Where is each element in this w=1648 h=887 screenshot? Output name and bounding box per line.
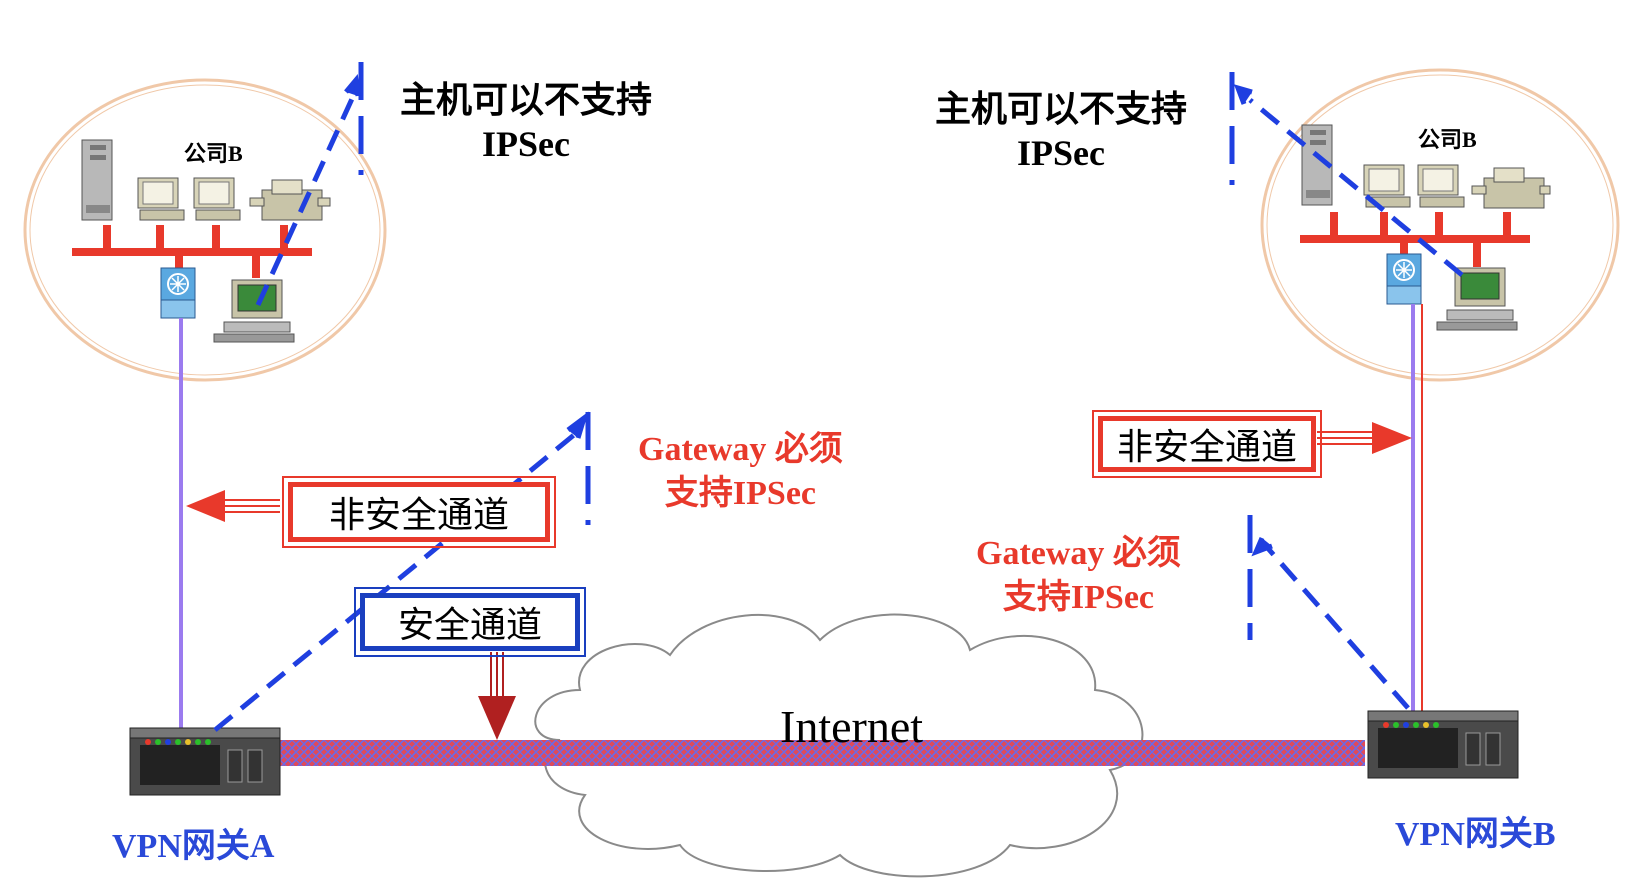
left-host-note: 主机可以不支持 IPSec bbox=[400, 78, 652, 166]
right-host-note-line1: 主机可以不支持 bbox=[935, 89, 1188, 129]
gateway-a-label: VPN网关A bbox=[112, 828, 275, 865]
left-gateway-callout bbox=[213, 411, 591, 732]
left-gateway-note-line1: Gateway 必须 bbox=[638, 431, 843, 468]
printer-icon bbox=[1471, 167, 1551, 209]
ipsec-tunnel bbox=[280, 740, 1365, 766]
gateway-b-label: VPN网关B bbox=[1395, 816, 1556, 853]
internet-label: Internet bbox=[780, 701, 924, 752]
right-host-note-line2: IPSec bbox=[1017, 133, 1105, 173]
right-host-callout bbox=[1229, 72, 1464, 277]
right-site-boundary-inner bbox=[1266, 74, 1614, 376]
firewall-icon bbox=[1386, 253, 1422, 305]
right-gateway-note-line2: 支持IPSec bbox=[1002, 579, 1154, 616]
workstation-icon bbox=[1363, 164, 1411, 208]
workstation-icon bbox=[137, 177, 185, 221]
pc-icon bbox=[213, 279, 295, 343]
server-icon bbox=[81, 139, 113, 221]
right-gateway-note: Gateway 必须 支持IPSec bbox=[976, 532, 1181, 620]
vpn-gateway-b-device bbox=[1367, 710, 1519, 779]
workstation-icon bbox=[1417, 164, 1465, 208]
left-host-callout bbox=[255, 62, 364, 307]
right-insecure-channel-box: 非安全通道 bbox=[1092, 410, 1322, 478]
right-gateway-note-line1: Gateway 必须 bbox=[976, 535, 1181, 572]
left-host-note-line1: 主机可以不支持 bbox=[400, 80, 653, 120]
left-insecure-arrow bbox=[186, 490, 280, 522]
printer-icon bbox=[249, 179, 331, 221]
right-insecure-arrow bbox=[1317, 422, 1412, 454]
left-site-boundary bbox=[23, 78, 387, 382]
left-site-boundary-inner bbox=[29, 84, 381, 376]
left-lan-bus bbox=[72, 225, 312, 278]
right-host-note: 主机可以不支持 IPSec bbox=[935, 87, 1187, 175]
right-site-boundary bbox=[1260, 68, 1620, 382]
pc-icon bbox=[1436, 267, 1518, 331]
vpn-gateway-a-device bbox=[129, 727, 281, 796]
right-gateway-callout bbox=[1247, 515, 1410, 710]
firewall-icon bbox=[160, 267, 196, 319]
workstation-icon bbox=[193, 177, 241, 221]
secure-arrow bbox=[478, 652, 516, 740]
right-lan-bus bbox=[1300, 212, 1530, 267]
left-company-label: 公司B bbox=[184, 141, 243, 166]
right-company-label: 公司B bbox=[1418, 127, 1477, 152]
left-insecure-channel-box: 非安全通道 bbox=[282, 476, 556, 548]
secure-channel-box: 安全通道 bbox=[354, 587, 586, 657]
left-host-note-line2: IPSec bbox=[482, 124, 570, 164]
left-gateway-note: Gateway 必须 支持IPSec bbox=[638, 428, 843, 516]
left-gateway-note-line2: 支持IPSec bbox=[664, 475, 816, 512]
